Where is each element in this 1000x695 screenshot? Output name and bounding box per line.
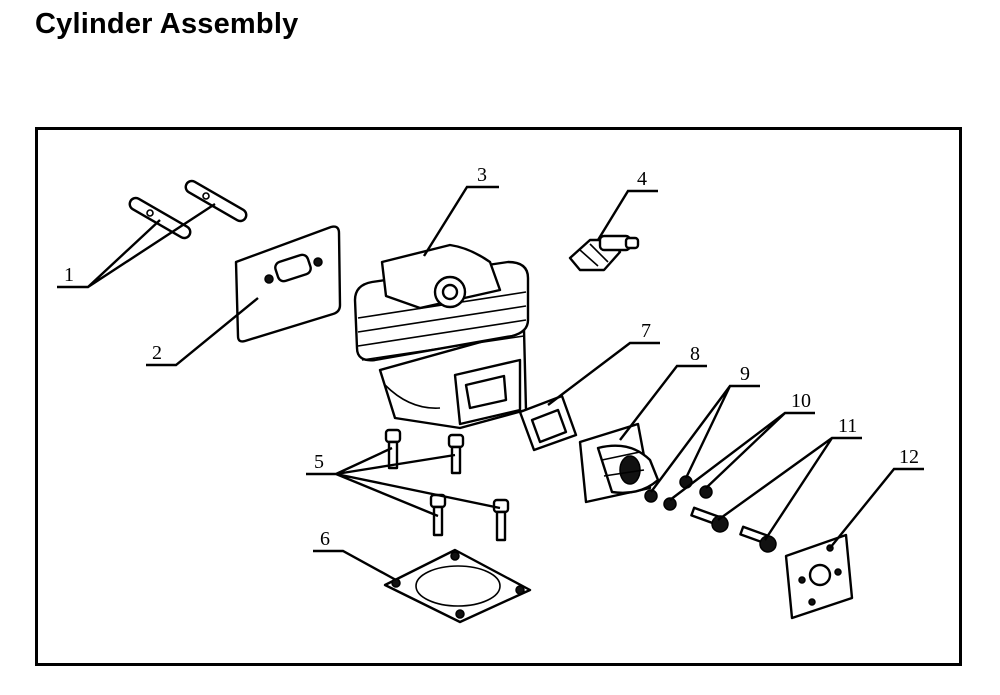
callout-9: 9 <box>740 363 750 385</box>
callout-4: 4 <box>637 168 647 190</box>
diagram-frame <box>35 127 962 666</box>
callout-11: 11 <box>838 415 857 437</box>
part-10-washers <box>663 485 713 511</box>
callout-12: 12 <box>899 446 919 468</box>
part-6-base-gasket <box>383 548 532 624</box>
callout-5: 5 <box>314 451 324 473</box>
part-1-pins <box>128 179 248 240</box>
callout-2: 2 <box>152 342 162 364</box>
page-title: Cylinder Assembly <box>35 8 299 40</box>
part-3-cylinder <box>353 243 530 430</box>
callout-10: 10 <box>791 390 811 412</box>
part-4-spark-plug <box>568 234 640 272</box>
callout-7: 7 <box>641 320 651 342</box>
part-8-intake <box>578 422 660 504</box>
callout-3: 3 <box>477 164 487 186</box>
callout-8: 8 <box>690 343 700 365</box>
part-7-insulator <box>518 394 578 452</box>
part-2-gasket <box>234 225 342 343</box>
part-12-gasket <box>784 533 854 620</box>
callout-6: 6 <box>320 528 330 550</box>
callout-labels: 1 2 3 4 5 6 7 8 9 10 11 12 <box>64 164 919 550</box>
leader-lines <box>57 185 924 582</box>
part-5-screws <box>384 428 510 542</box>
callout-1: 1 <box>64 264 74 286</box>
part-11-bolts <box>690 506 777 553</box>
